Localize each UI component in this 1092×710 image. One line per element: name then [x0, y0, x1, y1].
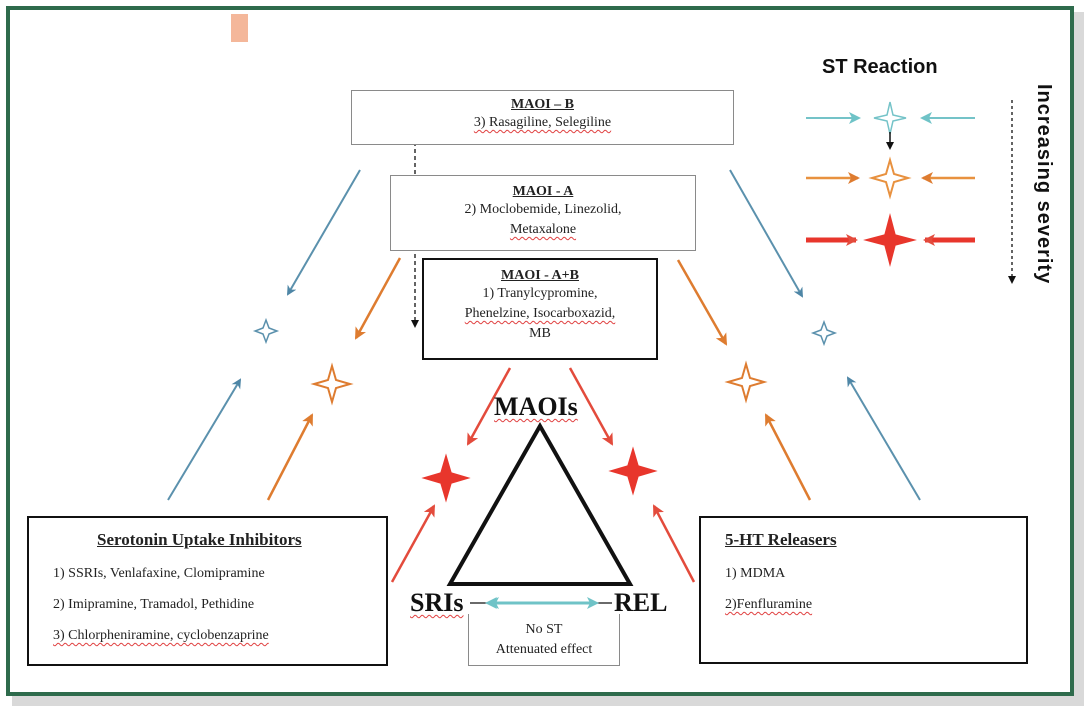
legend-severe-row — [806, 213, 975, 267]
star-left-red-icon — [421, 453, 471, 503]
arrow-orange-right-down — [676, 259, 728, 346]
star-right-orange-icon — [724, 360, 768, 404]
star-left-orange-icon — [310, 362, 354, 406]
no-st-line1: No ST — [525, 622, 563, 637]
arrow-blue-right-up — [846, 376, 921, 501]
rel-box-list: 1) MDMA 2)Fenfluramine — [725, 566, 812, 628]
arrow-red-right-down — [568, 367, 614, 446]
sri-box: Serotonin Uptake Inhibitors 1) SSRIs, Ve… — [27, 516, 388, 666]
arrow-orange-left-up — [266, 413, 314, 501]
rel-item-2: 2)Fenfluramine — [725, 597, 813, 612]
star-moderate-icon — [868, 156, 912, 200]
rel-box: 5-HT Releasers 1) MDMA 2)Fenfluramine — [699, 516, 1028, 664]
maoi-ab-line2: Phenelzine, Isocarboxazid, — [464, 306, 616, 321]
arrow-red-left-down — [466, 367, 512, 446]
no-st-box: No ST Attenuated effect — [468, 614, 620, 666]
arrow-blue-left-down — [286, 169, 361, 296]
arrow-blue-left-up — [167, 378, 242, 501]
legend-mild-row — [806, 101, 975, 150]
sri-item-1: 1) SSRIs, Venlafaxine, Clomipramine — [53, 566, 265, 581]
sri-item-3: 3) Chlorpheniramine, cyclobenzaprine — [53, 628, 269, 643]
arrow-red-right-up — [652, 504, 696, 583]
rel-item-1: 1) MDMA — [725, 566, 786, 581]
sri-box-title: Serotonin Uptake Inhibitors — [97, 530, 302, 549]
star-severe-icon — [863, 213, 917, 267]
sri-item-2: 2) Imipramine, Tramadol, Pethidine — [53, 597, 255, 612]
maoi-b-line1: 3) Rasagiline, Selegiline — [473, 115, 612, 130]
arrow-orange-left-down — [354, 257, 402, 340]
maoi-a-line2: Metaxalone — [509, 222, 577, 237]
star-right-red-icon — [608, 446, 658, 496]
maoi-ab-line1: 1) Tranylcypromine, — [482, 286, 598, 301]
legend-moderate-row — [806, 156, 975, 200]
maoi-a-title: MAOI - A — [512, 184, 574, 199]
maoi-ab-title: MAOI - A+B — [501, 268, 579, 283]
central-triangle — [446, 421, 634, 586]
maoi-a-line1: 2) Moclobemide, Linezolid, — [464, 202, 622, 217]
triangle-right-label: REL — [614, 588, 668, 617]
sri-box-list: 1) SSRIs, Venlafaxine, Clomipramine 2) I… — [53, 566, 269, 659]
star-right-blue-icon — [810, 319, 838, 347]
maoi-b-box: MAOI – B 3) Rasagiline, Selegiline — [351, 90, 734, 145]
maoi-ab-line3: MB — [529, 326, 551, 341]
no-st-line2: Attenuated effect — [495, 642, 593, 657]
star-left-blue-icon — [252, 317, 280, 345]
maoi-a-box: MAOI - A 2) Moclobemide, Linezolid, Meta… — [390, 175, 696, 251]
maoi-b-title: MAOI – B — [511, 97, 574, 112]
arrow-blue-right-down — [729, 169, 803, 298]
legend-title: ST Reaction — [822, 56, 938, 78]
rel-box-title: 5-HT Releasers — [725, 530, 837, 549]
arrow-red-left-up — [390, 504, 436, 583]
legend-axis-label: Increasing severity — [1033, 84, 1055, 285]
star-mild-icon — [873, 101, 907, 135]
triangle-left-label: SRIs — [410, 588, 464, 617]
arrow-orange-right-up — [764, 413, 812, 501]
maoi-ab-box: MAOI - A+B 1) Tranylcypromine, Phenelzin… — [422, 258, 658, 360]
triangle-top-label: MAOIs — [494, 392, 578, 421]
salmon-tab — [231, 14, 248, 42]
